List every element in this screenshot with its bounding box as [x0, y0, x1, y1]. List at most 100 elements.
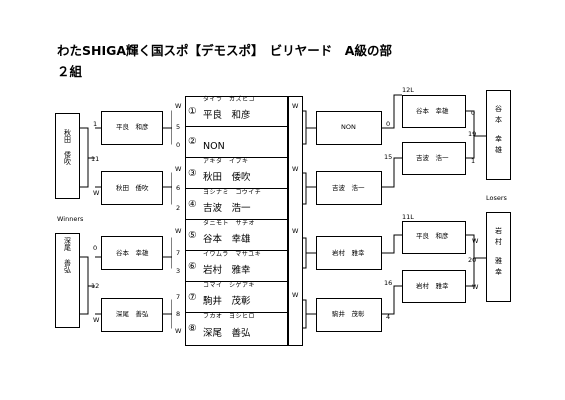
upper-result-box: [486, 90, 511, 180]
result-char: 雅: [495, 257, 502, 265]
upper-match-number: 19: [468, 130, 477, 138]
result-char: 本: [495, 116, 502, 124]
lower-result-box: [486, 212, 511, 302]
winner-char: 尾: [64, 244, 71, 252]
player-name: 秋田 倭吹: [203, 172, 251, 183]
player-seed: ⑤: [188, 230, 197, 241]
player-table-col: [288, 96, 303, 346]
player-name: 谷本 幸雄: [203, 234, 251, 245]
player-name: 平良 和彦: [203, 110, 251, 121]
player-name: 駒井 茂彰: [203, 296, 251, 307]
upper-right-label: 12L: [402, 86, 414, 94]
right-w-mark: W: [292, 165, 299, 173]
result-char: 幸: [495, 268, 502, 276]
lower-result-name: 岩 村 雅 幸: [486, 228, 511, 276]
winner-char: 善: [64, 259, 71, 267]
player-row: イワムラ マサユキ ⑥ 岩村 雅幸: [185, 251, 288, 282]
right-player-name: NON: [341, 123, 356, 131]
player-kana: タニモト サチオ: [203, 220, 256, 227]
player-row: ② NON: [185, 127, 288, 158]
result-char: 村: [495, 238, 502, 246]
center-score: 2: [176, 204, 181, 212]
upper-score: 0: [471, 109, 476, 117]
player-seed: ⑦: [188, 292, 197, 303]
lower-pair-name: 岩村 雅幸: [416, 282, 449, 290]
upper-pair-name: 吉波 浩一: [416, 154, 449, 162]
player-row: コマイ シゲアキ ⑦ 駒井 茂彰: [185, 282, 288, 313]
result-char: 幸: [495, 135, 502, 143]
final-match-number: 11: [91, 155, 100, 163]
center-score: 0: [176, 141, 181, 149]
winner-char: 倭: [64, 151, 71, 159]
final-match-number: 12: [91, 282, 100, 290]
right-player-box: [316, 236, 382, 270]
player-kana: コマイ シゲアキ: [203, 282, 256, 289]
center-score: 7: [176, 293, 181, 301]
player-row: タニモト サチオ ⑤ 谷本 幸雄: [185, 220, 288, 251]
lower-pair-name: 平良 和彦: [416, 232, 449, 240]
center-score: 7: [176, 249, 181, 257]
upper-pair-box: [402, 142, 466, 175]
winner-box-lower: [55, 233, 80, 328]
score-label: 1: [93, 120, 98, 128]
right-player-box: [316, 171, 382, 205]
player-seed: ②: [188, 136, 197, 147]
score-label: W: [93, 189, 100, 197]
left-player-box: [101, 171, 163, 205]
winner-name-lower: 深 尾 善 弘: [55, 238, 80, 274]
lower-score: W: [472, 237, 479, 245]
player-row: フカオ ヨシヒロ ⑧ 深尾 善弘: [185, 313, 288, 346]
player-kana: イワムラ マサユキ: [203, 251, 262, 258]
left-player-name: 谷本 幸雄: [116, 249, 149, 257]
center-w-mark: W: [175, 102, 182, 110]
player-name: 岩村 雅幸: [203, 265, 251, 276]
right-player-box: [316, 298, 382, 332]
right-score: 15: [384, 153, 393, 161]
right-score: 4: [386, 313, 391, 321]
player-kana: アキタ イブキ: [203, 158, 249, 165]
winner-char: 秋: [64, 129, 71, 137]
right-player-name: 岩村 雅幸: [332, 249, 365, 257]
player-table: [185, 96, 288, 346]
right-player-name: 駒井 茂彰: [332, 310, 365, 318]
right-player-box: [316, 111, 382, 145]
center-w-mark: W: [175, 165, 182, 173]
score-label: W: [93, 316, 100, 324]
right-w-mark: W: [292, 291, 299, 299]
upper-pair-box: [402, 95, 466, 128]
winner-char: 吹: [64, 158, 71, 166]
player-name: 深尾 善弘: [203, 328, 251, 339]
left-player-box: [101, 236, 163, 270]
player-seed: ①: [188, 106, 197, 117]
player-name: NON: [203, 141, 225, 152]
right-player-name: 吉波 浩一: [332, 184, 365, 192]
lower-score: W: [472, 283, 479, 291]
center-w-mark: W: [175, 227, 182, 235]
player-row: ヨシナミ コウイチ ④ 吉波 浩一: [185, 189, 288, 220]
upper-pair-name: 谷本 幸雄: [416, 107, 449, 115]
left-player-name: 秋田 倭吹: [116, 184, 149, 192]
player-name: 吉波 浩一: [203, 203, 251, 214]
center-w-mark: W: [175, 327, 182, 335]
player-seed: ④: [188, 199, 197, 210]
winner-name-upper: 秋 田 倭 吹: [55, 130, 80, 166]
losers-label: Losers: [486, 194, 507, 202]
player-row: タイラ カズヒコ ① 平良 和彦: [185, 96, 288, 127]
center-score: 6: [176, 184, 181, 192]
lower-pair-box: [402, 221, 466, 254]
lower-pair-box: [402, 270, 466, 303]
player-kana: タイラ カズヒコ: [203, 96, 256, 103]
player-kana: フカオ ヨシヒロ: [203, 313, 256, 320]
page-title: わたSHIGA輝く国スポ【デモスポ】 ビリヤード A級の部: [57, 43, 392, 58]
winner-box-upper: [55, 113, 80, 199]
winners-label: Winners: [57, 215, 84, 223]
player-kana: ヨシナミ コウイチ: [203, 189, 262, 196]
right-score: 16: [384, 279, 393, 287]
group-label: ２組: [57, 64, 83, 79]
right-w-mark: W: [292, 227, 299, 235]
center-score: 5: [176, 123, 181, 131]
upper-result-name: 谷 本 幸 雄: [486, 106, 511, 154]
player-row: アキタ イブキ ③ 秋田 倭吹: [185, 158, 288, 189]
winner-char: 弘: [64, 266, 71, 274]
lower-match-number: 20: [468, 256, 477, 264]
